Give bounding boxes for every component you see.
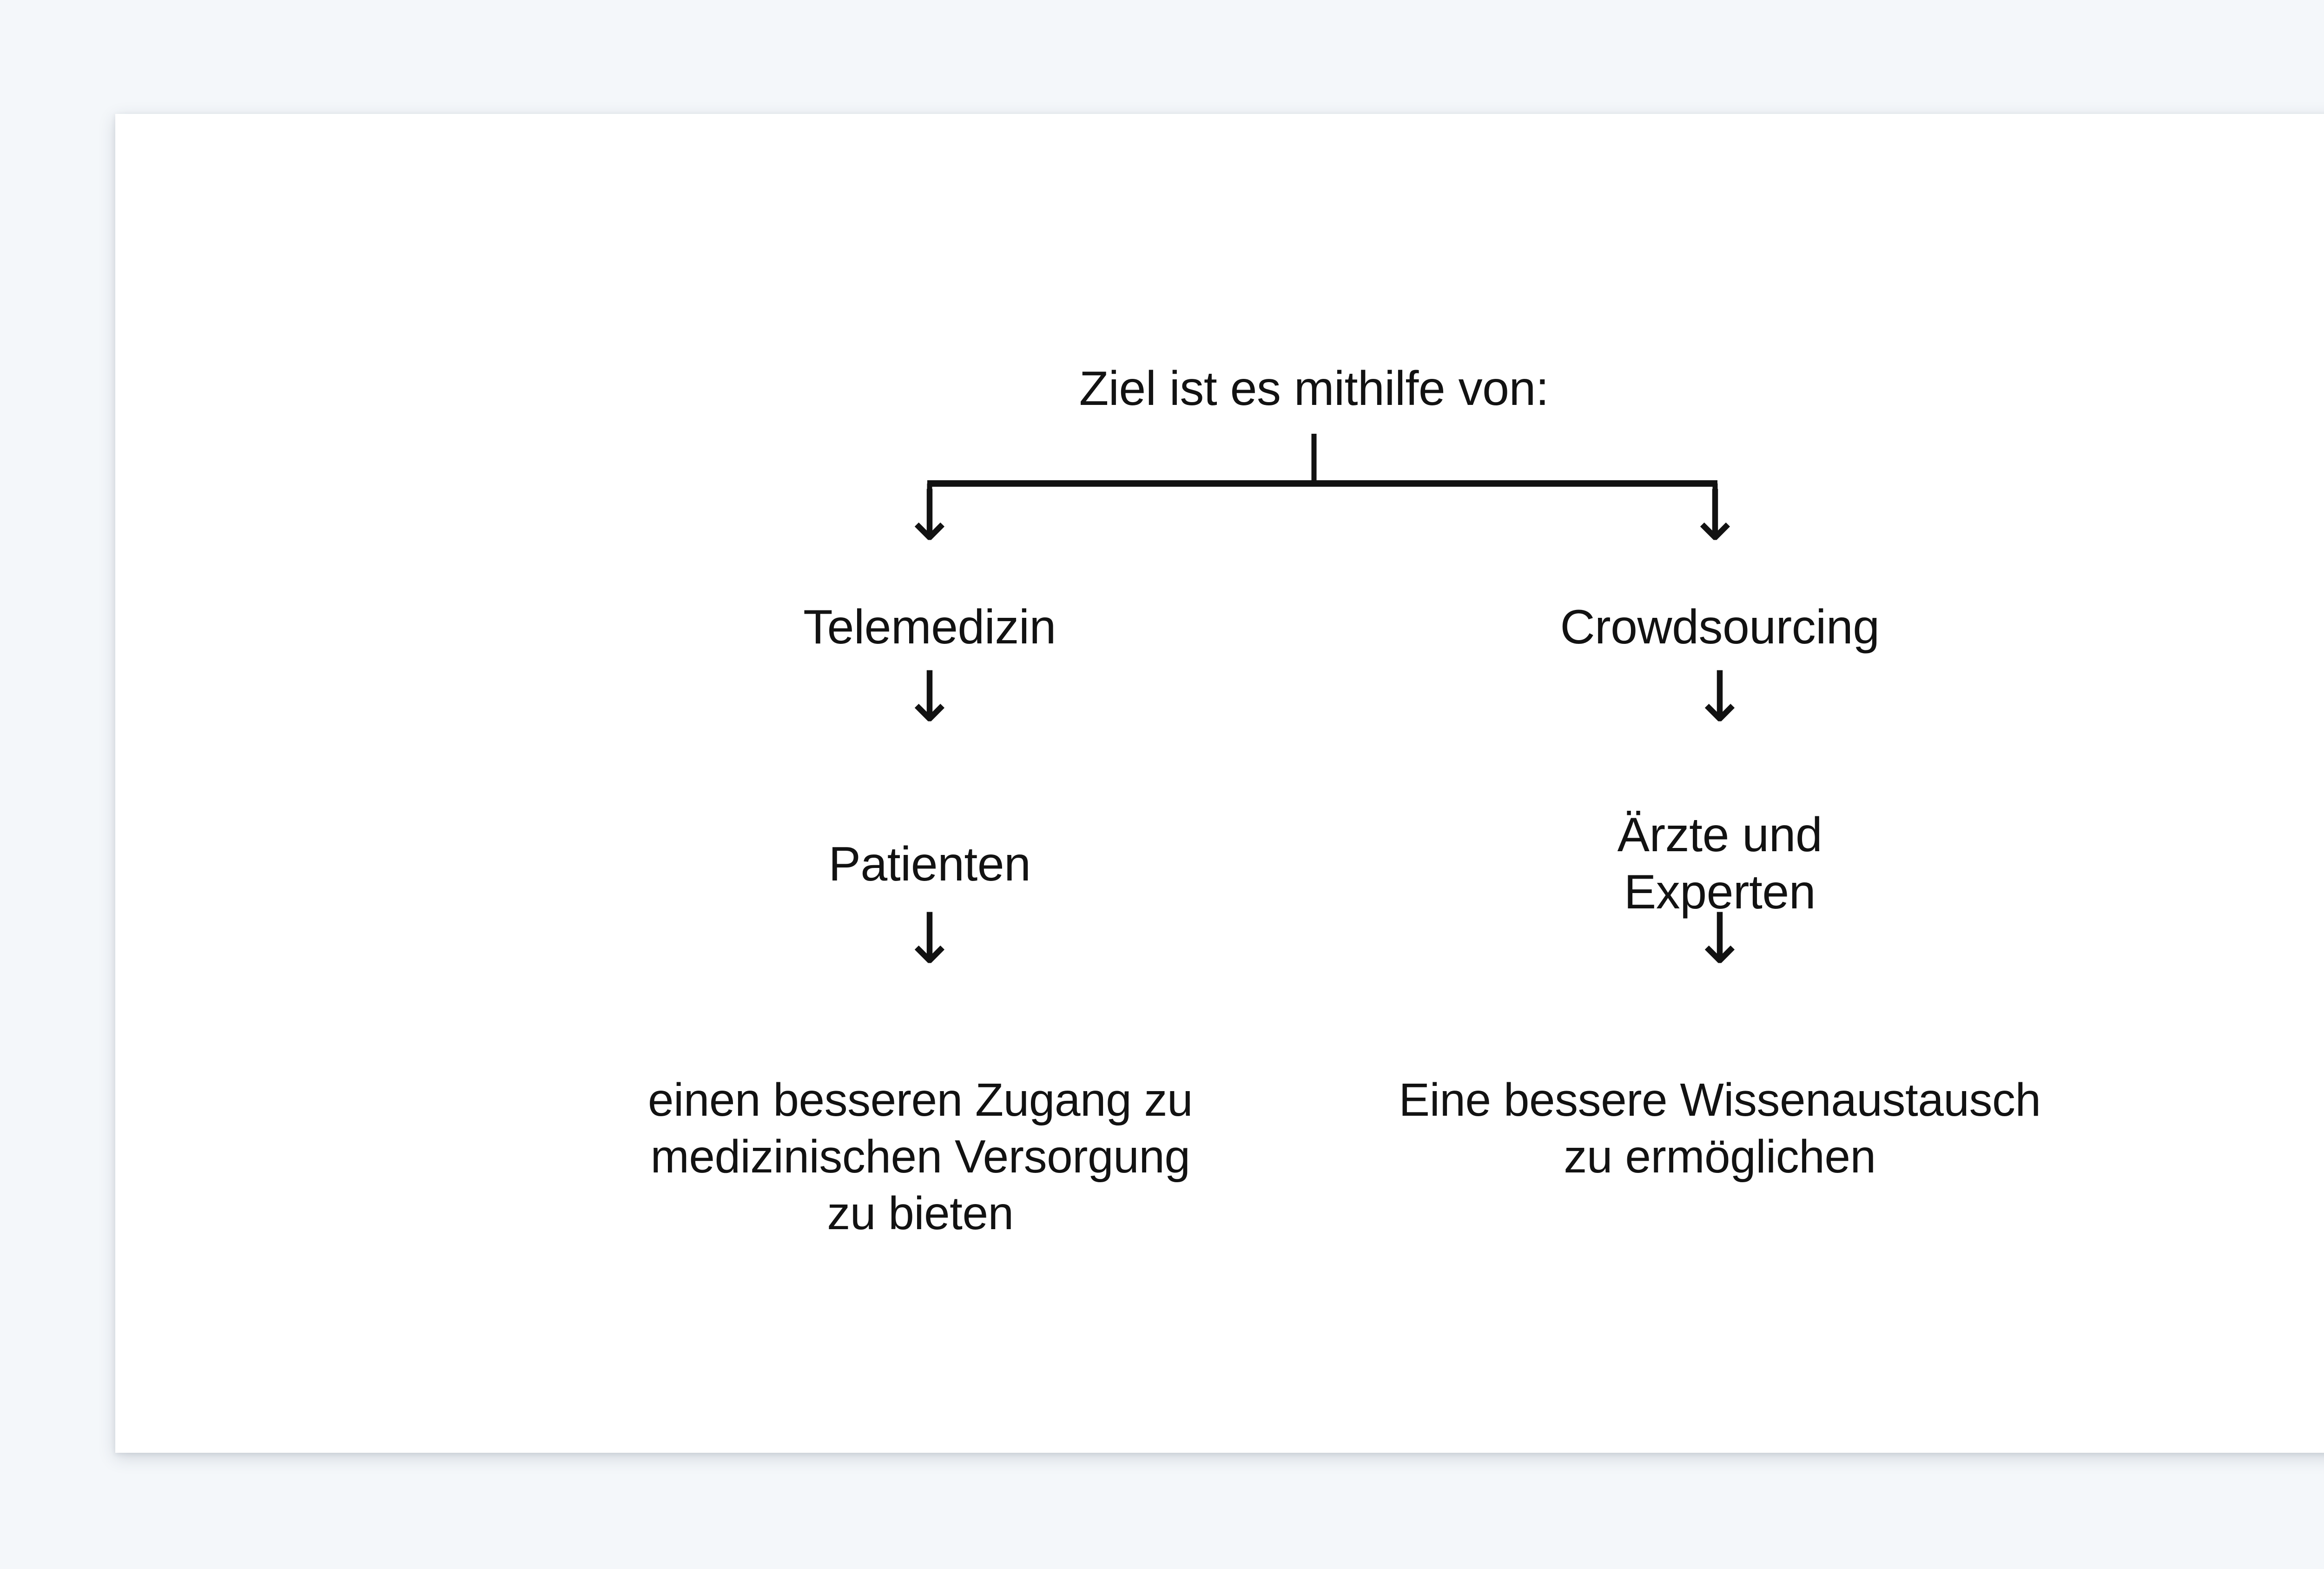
down-arrow-icon-left-method-actor: ↓ — [900, 657, 959, 738]
down-arrow-icon-split-left: ↓ — [900, 476, 959, 556]
node-root-label: Ziel ist es mithilfe von: — [1079, 362, 1549, 416]
down-arrow-icon-right-actor-outcome: ↓ — [1690, 899, 1749, 980]
down-arrow-icon-right-method-actor: ↓ — [1690, 657, 1749, 738]
flowchart-diagram: Ziel ist es mithilfe von: ↓ ↓ Telemedizi… — [115, 114, 2324, 1453]
down-arrow-icon-left-actor-outcome: ↓ — [900, 899, 959, 980]
node-method-crowdsourcing: Crowdsourcing — [1560, 600, 1880, 654]
slide-card: Ziel ist es mithilfe von: ↓ ↓ Telemedizi… — [115, 114, 2324, 1453]
connector-lines — [927, 434, 1718, 523]
node-outcome-wissenaustausch: Eine bessere Wissenaustausch zu ermöglic… — [1399, 1074, 2041, 1183]
node-actor-patienten: Patienten — [828, 837, 1031, 891]
node-outcome-zugang-versorgung: einen besseren Zugang zu medizinischen V… — [647, 1074, 1193, 1239]
node-method-telemedizin: Telemedizin — [803, 600, 1056, 654]
node-actor-aerzte-experten: Ärzte und Experten — [1617, 808, 1822, 919]
down-arrow-icon-split-right: ↓ — [1686, 476, 1744, 556]
